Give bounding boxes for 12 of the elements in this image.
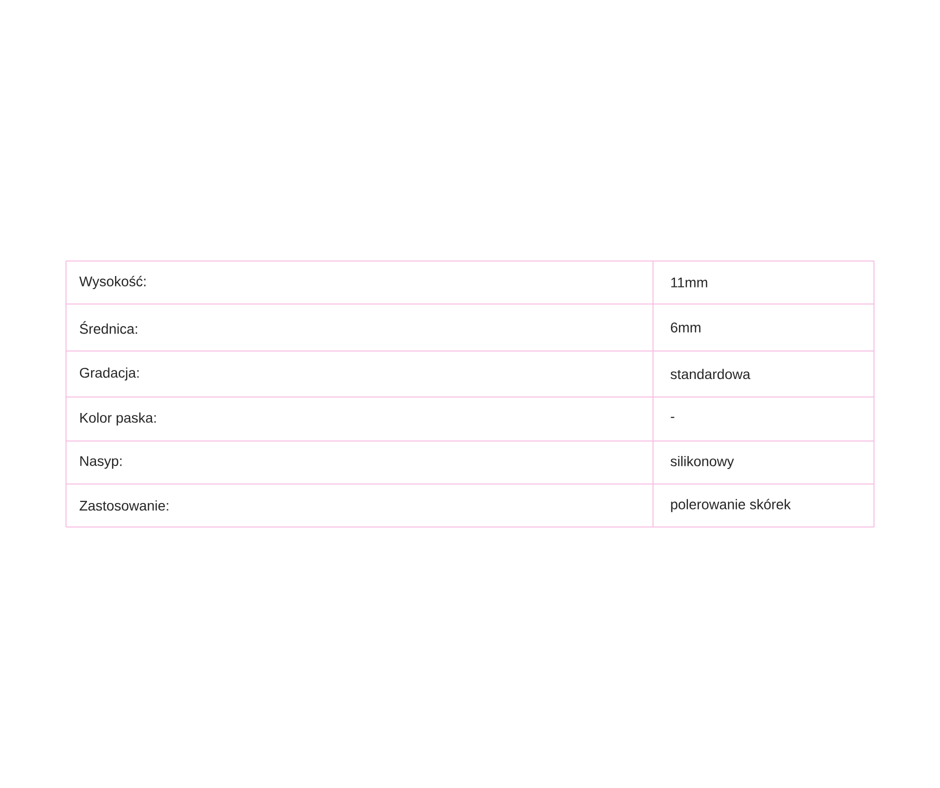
spec-value: silikonowy <box>670 456 734 470</box>
spec-value: 11mm <box>671 278 708 288</box>
spec-value: - <box>670 416 674 418</box>
spec-label: Średnica: <box>80 321 138 334</box>
spec-label: Zastosowanie: <box>80 500 168 511</box>
spec-value: polerowanie skórek <box>671 498 791 512</box>
spec-label: Gradacja: <box>80 367 139 381</box>
spec-label: Wysokość: <box>79 276 146 290</box>
spec-label: Kolor paska: <box>80 412 156 426</box>
spec-value: standardowa <box>670 368 750 380</box>
spec-value: 6mm <box>670 322 700 332</box>
spec-label: Nasyp: <box>80 456 122 469</box>
